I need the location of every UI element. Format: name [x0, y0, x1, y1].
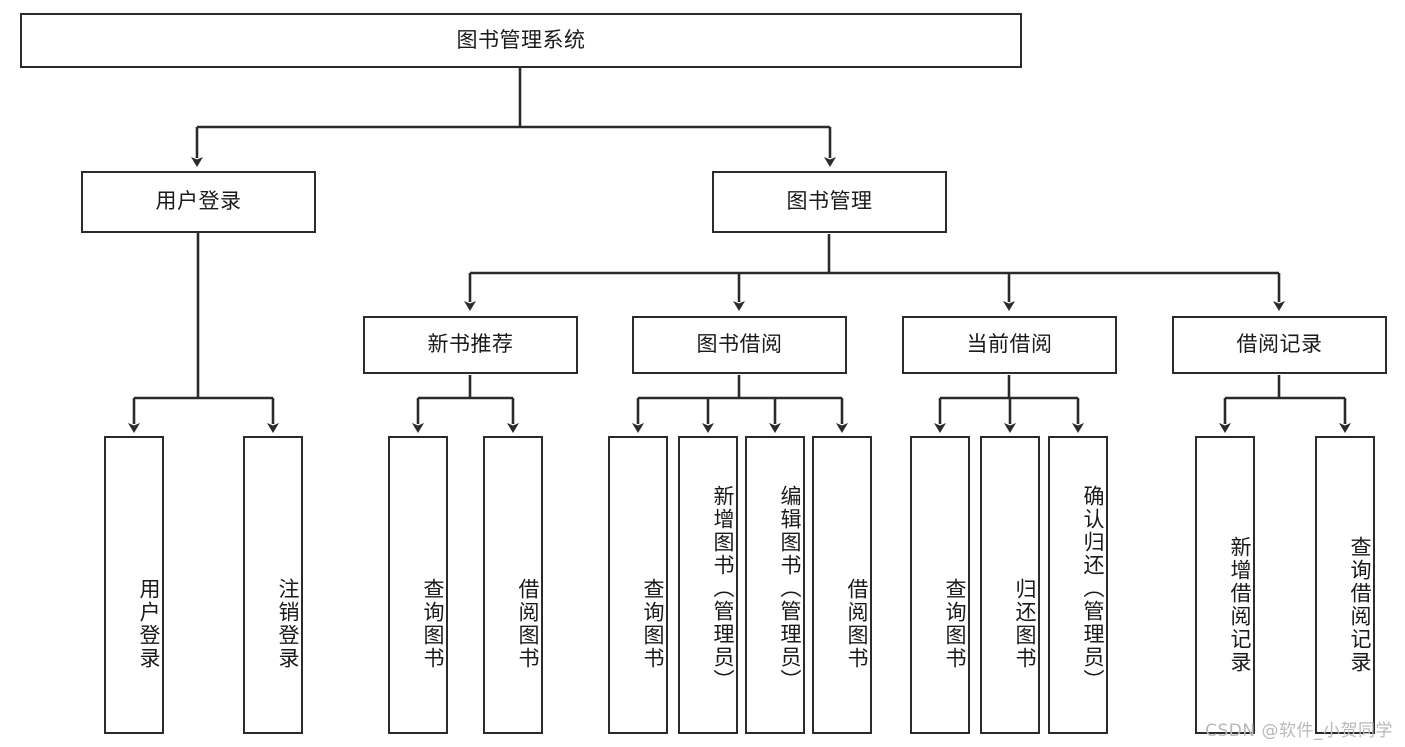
node-user-login[interactable]: 用户登录	[81, 171, 316, 233]
node-leaf-logout-login-label: 注销登录	[276, 578, 300, 670]
node-root-label: 图书管理系统	[456, 27, 586, 52]
node-leaf-borrow-book-2-label: 借阅图书	[845, 578, 869, 670]
node-leaf-query-record[interactable]: 查询借阅记录	[1315, 436, 1375, 734]
node-root[interactable]: 图书管理系统	[20, 13, 1022, 68]
node-book-management[interactable]: 图书管理	[712, 171, 947, 233]
node-leaf-borrow-book-1[interactable]: 借阅图书	[483, 436, 543, 734]
node-current-borrow[interactable]: 当前借阅	[902, 316, 1117, 374]
node-leaf-query-book-2[interactable]: 查询图书	[608, 436, 668, 734]
node-leaf-confirm-return[interactable]: 确认归还（管理员）	[1048, 436, 1108, 734]
node-leaf-query-book-1-label: 查询图书	[421, 578, 445, 670]
node-leaf-logout-login[interactable]: 注销登录	[243, 436, 303, 734]
node-leaf-add-book[interactable]: 新增图书（管理员）	[678, 436, 738, 734]
node-leaf-return-book[interactable]: 归还图书	[980, 436, 1040, 734]
node-leaf-add-record[interactable]: 新增借阅记录	[1195, 436, 1255, 734]
node-leaf-edit-book-label: 编辑图书（管理员）	[778, 484, 802, 692]
node-book-borrow[interactable]: 图书借阅	[632, 316, 847, 374]
node-new-book-recommend-label: 新书推荐	[427, 332, 514, 357]
node-new-book-recommend[interactable]: 新书推荐	[363, 316, 578, 374]
node-book-management-label: 图书管理	[786, 189, 873, 214]
node-leaf-confirm-return-label: 确认归还（管理员）	[1081, 484, 1105, 692]
node-book-borrow-label: 图书借阅	[696, 332, 783, 357]
node-user-login-label: 用户登录	[155, 189, 242, 214]
node-leaf-user-login-label: 用户登录	[137, 578, 161, 670]
node-leaf-query-book-1[interactable]: 查询图书	[388, 436, 448, 734]
node-leaf-return-book-label: 归还图书	[1013, 578, 1037, 670]
node-leaf-query-book-3[interactable]: 查询图书	[910, 436, 970, 734]
node-leaf-edit-book[interactable]: 编辑图书（管理员）	[745, 436, 805, 734]
node-leaf-add-book-label: 新增图书（管理员）	[711, 484, 735, 692]
node-leaf-query-book-3-label: 查询图书	[943, 578, 967, 670]
watermark: CSDN @软件_小贺同学	[1205, 721, 1393, 741]
node-leaf-user-login[interactable]: 用户登录	[104, 436, 164, 734]
node-current-borrow-label: 当前借阅	[966, 332, 1053, 357]
node-leaf-query-record-label: 查询借阅记录	[1348, 536, 1372, 674]
node-leaf-borrow-book-1-label: 借阅图书	[516, 578, 540, 670]
node-borrow-record[interactable]: 借阅记录	[1172, 316, 1387, 374]
node-leaf-borrow-book-2[interactable]: 借阅图书	[812, 436, 872, 734]
node-leaf-add-record-label: 新增借阅记录	[1228, 536, 1252, 674]
node-borrow-record-label: 借阅记录	[1236, 332, 1323, 357]
node-leaf-query-book-2-label: 查询图书	[641, 578, 665, 670]
